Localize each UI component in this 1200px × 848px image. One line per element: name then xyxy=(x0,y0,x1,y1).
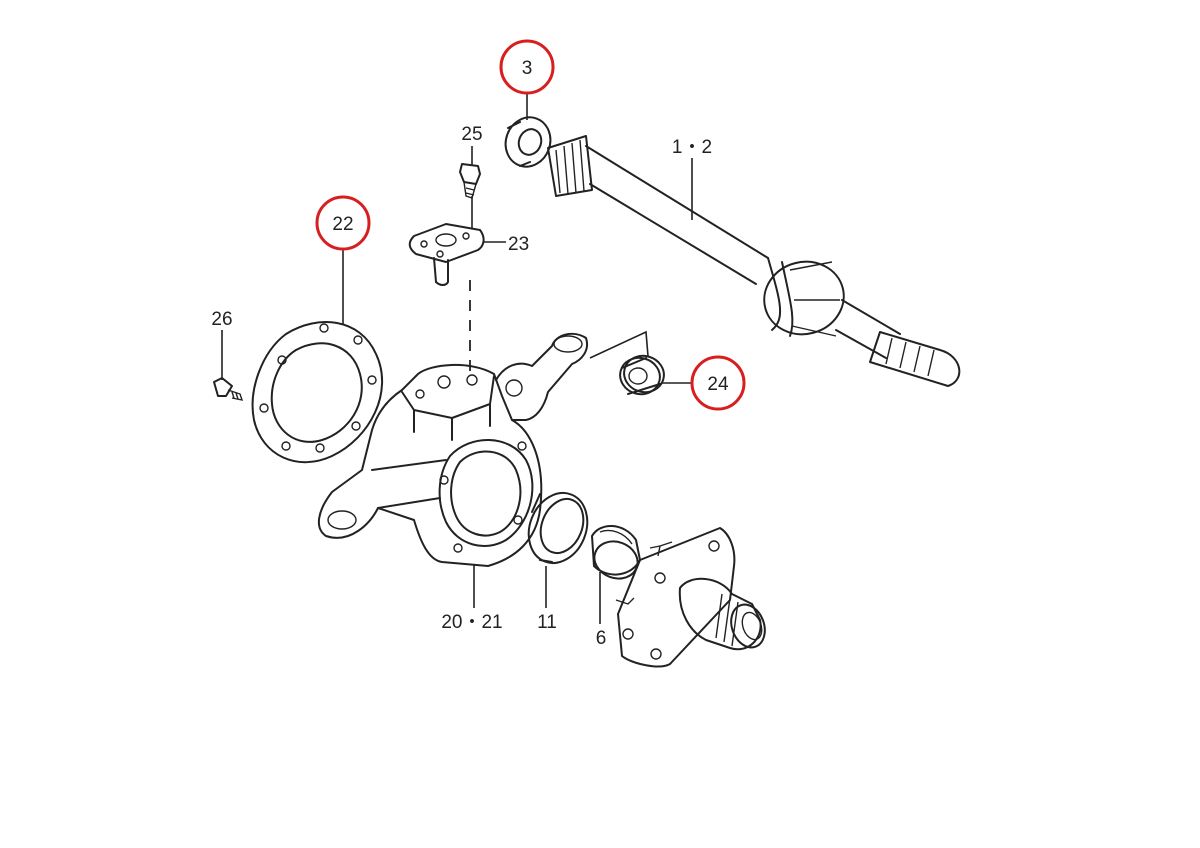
callout-20-21: 20・21 xyxy=(441,612,502,633)
callout-label-22: 22 xyxy=(332,214,353,235)
callout-label-25: 25 xyxy=(461,124,482,145)
leader-lines xyxy=(221,94,693,624)
callout-label-24: 24 xyxy=(707,374,729,395)
screw xyxy=(213,377,244,401)
callout-label-23: 23 xyxy=(508,234,529,255)
callout-11: 11 xyxy=(537,612,557,633)
oil-seal xyxy=(504,116,552,168)
callout-label-3: 3 xyxy=(522,58,533,79)
highlight-ring-22 xyxy=(315,195,371,251)
knuckle-housing xyxy=(317,332,588,567)
callout-label-6: 6 xyxy=(596,628,607,649)
callout-6: 6 xyxy=(596,628,607,649)
bushing xyxy=(591,525,641,580)
callout-23: 23 xyxy=(508,234,529,255)
axle-shaft xyxy=(547,135,961,387)
callout-label-20-21: 20・21 xyxy=(441,612,502,633)
callout-25: 25 xyxy=(461,124,482,145)
callout-24: 24 xyxy=(690,355,746,411)
callout-label-26: 26 xyxy=(211,309,232,330)
highlight-ring-24 xyxy=(690,355,746,411)
callout-22: 22 xyxy=(315,195,371,251)
bracket-plate xyxy=(408,223,485,286)
highlight-ring-3 xyxy=(499,39,555,95)
callout-26: 26 xyxy=(211,309,232,330)
spindle xyxy=(615,527,766,668)
callout-label-1-2: 1・2 xyxy=(672,137,712,158)
gasket xyxy=(251,321,384,464)
callout-label-11: 11 xyxy=(537,612,557,633)
seal-ring xyxy=(527,492,589,564)
callout-1-2: 1・2 xyxy=(672,137,712,158)
bolt xyxy=(459,163,481,199)
bearing xyxy=(619,354,665,396)
callout-3: 3 xyxy=(499,39,555,95)
